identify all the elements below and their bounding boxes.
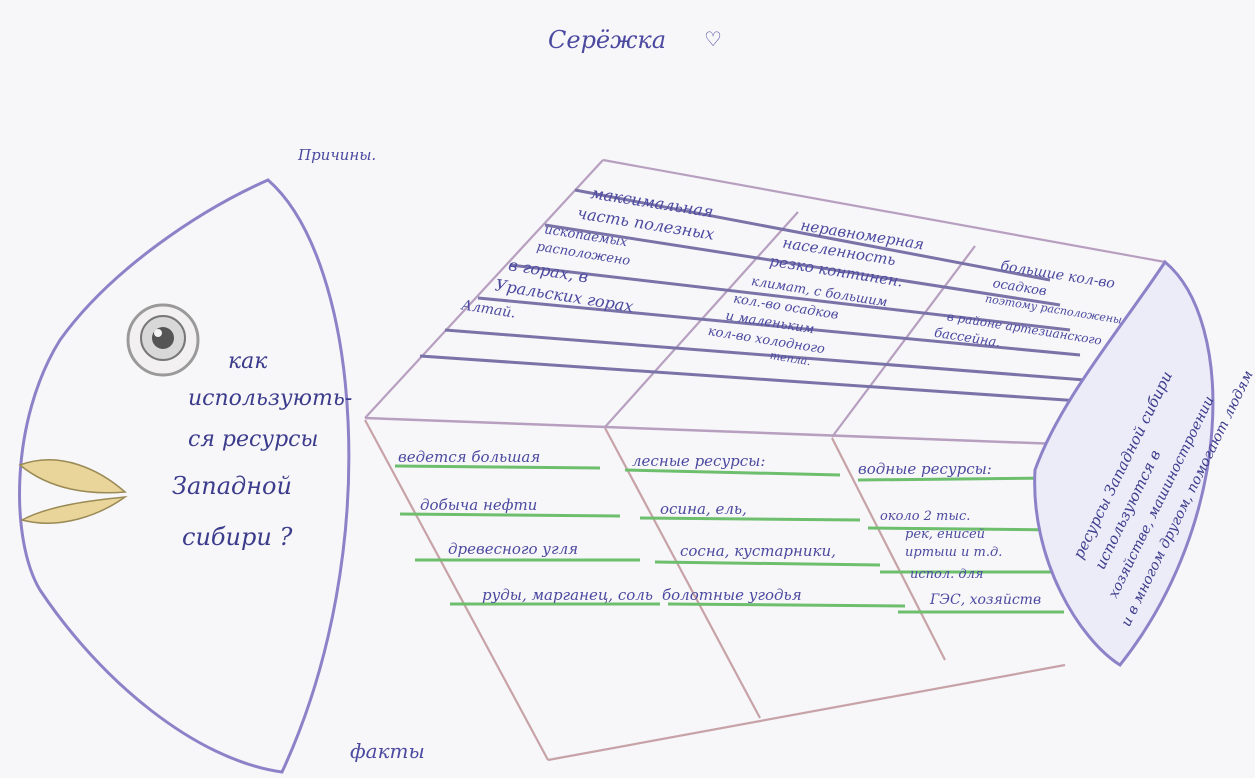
fact-line: древесного угля <box>448 540 578 558</box>
fact-line: сосна, кустарники, <box>680 542 836 560</box>
fact-line: ГЭС, хозяйств <box>929 592 1041 608</box>
fact-line: ведется большая <box>398 448 540 466</box>
cause-dividers <box>419 188 1096 404</box>
fact-line: иртыш и т.д. <box>905 545 1002 560</box>
lips-icon <box>18 459 128 524</box>
head-question: как использують- ся ресурсы Западной сиб… <box>172 349 352 551</box>
spine-line <box>364 416 1166 450</box>
fact-line: руды, марганец, соль <box>482 586 653 604</box>
fact-line: рек, енисей <box>905 527 985 542</box>
question-line: использують- <box>188 386 352 411</box>
question-line: сибири ? <box>182 523 292 551</box>
causes-label: Причины. <box>297 146 376 164</box>
fact-block: ведется большая добыча нефти древесного … <box>398 448 653 604</box>
heart-icon: ♡ <box>704 27 722 51</box>
author-name: Серёжка <box>548 26 666 54</box>
fact-line: водные ресурсы: <box>858 460 992 478</box>
facts-label: факты <box>350 739 425 763</box>
upper-bones <box>364 158 1166 438</box>
fact-line: около 2 тыс. <box>880 509 970 524</box>
fact-line: лесные ресурсы: <box>632 452 765 470</box>
fish-head <box>18 178 351 774</box>
cause-line: тепла. <box>769 349 812 368</box>
fact-line: болотные угодья <box>662 586 802 604</box>
fish-tail <box>1033 259 1215 667</box>
fact-line: испол. для <box>910 567 984 582</box>
fact-underlines <box>394 464 1064 614</box>
fact-block: водные ресурсы: около 2 тыс. рек, енисей… <box>858 460 1041 608</box>
fact-line: осина, ель, <box>660 500 747 518</box>
question-line: ся ресурсы <box>188 427 318 452</box>
question-line: Западной <box>172 472 292 500</box>
fact-block: лесные ресурсы: осина, ель, сосна, куста… <box>632 452 836 604</box>
question-line: как <box>228 349 268 374</box>
fact-line: добыча нефти <box>420 496 537 514</box>
lower-bones <box>364 419 1066 762</box>
cause-block: максимальная часть полезных ископаемых р… <box>459 183 715 322</box>
eye-icon <box>126 303 200 377</box>
